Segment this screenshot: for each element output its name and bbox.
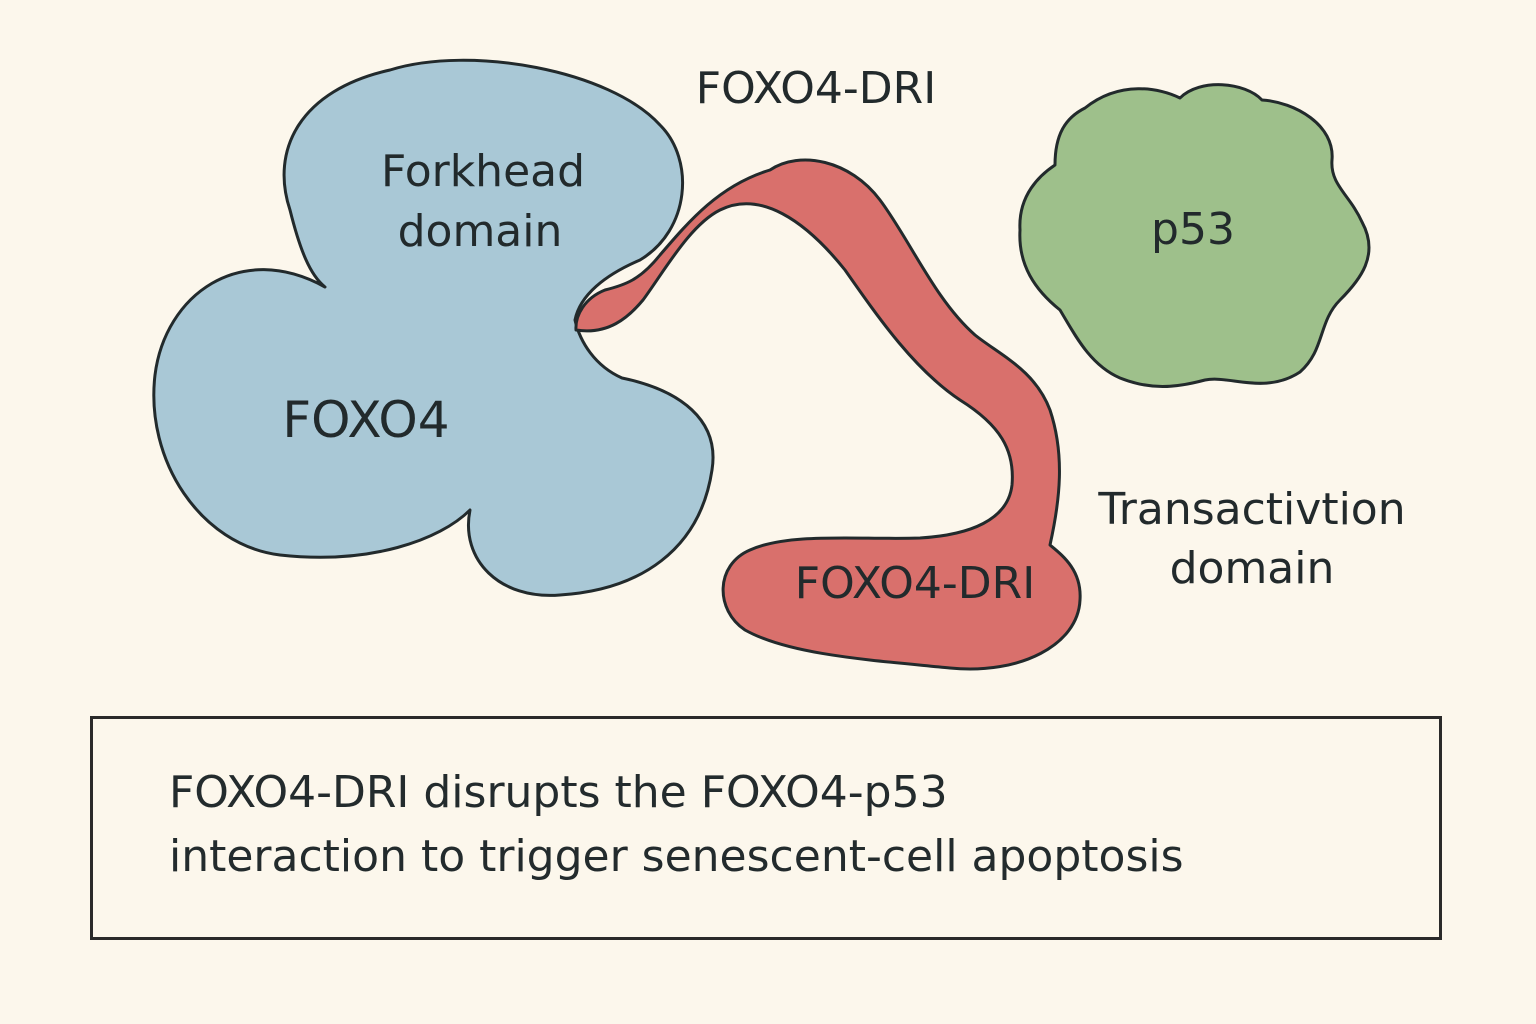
transactivation-domain-label-line1: Transactivtion xyxy=(1097,484,1405,535)
top-foxo4-dri-label: FOXO4-DRI xyxy=(696,63,936,114)
transactivation-domain-label-line2: domain xyxy=(1170,543,1335,594)
peptide-foxo4-dri-label: FOXO4-DRI xyxy=(795,558,1035,609)
foxo4-dri-peptide-shape xyxy=(574,158,1082,671)
foxo4-label: FOXO4 xyxy=(282,391,449,449)
caption-line-2: interaction to trigger senescent-cell ap… xyxy=(169,831,1184,882)
p53-protein-shape xyxy=(1018,83,1371,388)
protein-interaction-diagram: FOXO4-DRI Forkhead domain FOXO4 p53 FOXO… xyxy=(152,58,1406,671)
caption-text: FOXO4-DRI disrupts the FOXO4-p53 interac… xyxy=(169,761,1429,889)
forkhead-domain-label-line1: Forkhead xyxy=(381,146,585,197)
p53-label: p53 xyxy=(1151,204,1235,255)
forkhead-domain-label-line2: domain xyxy=(398,206,563,257)
caption-line-1: FOXO4-DRI disrupts the FOXO4-p53 xyxy=(169,767,948,818)
foxo4-protein-shape xyxy=(152,58,715,597)
caption-box: FOXO4-DRI disrupts the FOXO4-p53 interac… xyxy=(90,716,1442,940)
